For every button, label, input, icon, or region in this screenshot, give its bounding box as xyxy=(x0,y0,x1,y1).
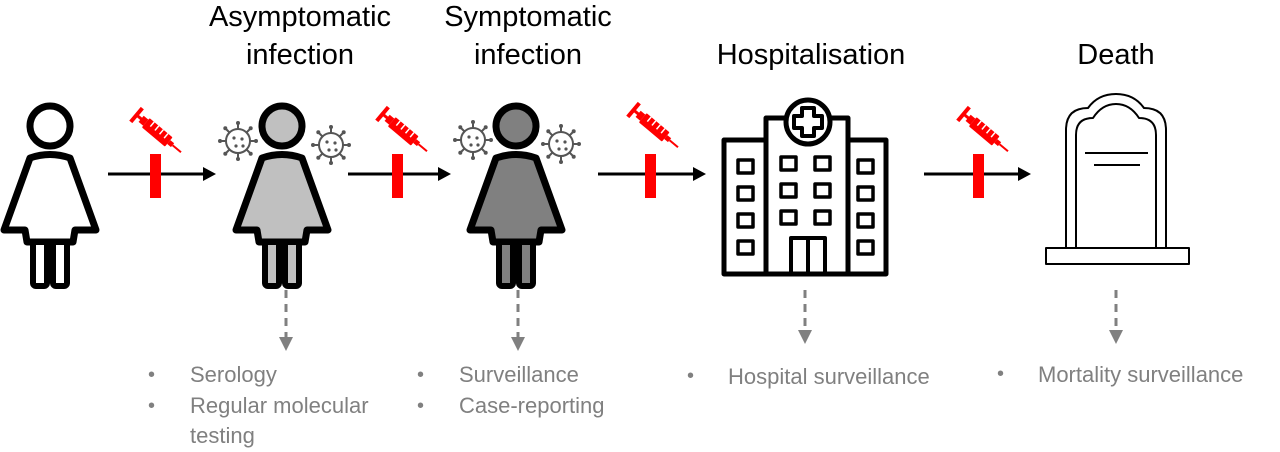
stage-4-title: Death xyxy=(1077,39,1154,71)
syringe-icon xyxy=(955,104,1015,160)
syringe-icon xyxy=(625,100,685,156)
virus-icon xyxy=(452,119,494,161)
bullet-marker: • xyxy=(417,395,424,417)
hospital-icon xyxy=(721,97,889,277)
bullet-marker: • xyxy=(417,364,424,386)
bullet-marker: • xyxy=(148,364,155,386)
method-surveillance: Surveillance xyxy=(459,362,579,387)
virus-icon xyxy=(217,120,259,162)
method-mortality-surveillance: Mortality surveillance xyxy=(1038,362,1243,387)
vaccine-block-marker-3 xyxy=(645,154,656,198)
tombstone-icon xyxy=(1045,93,1190,265)
dashed-down-arrow-1 xyxy=(279,290,293,351)
syringe-icon xyxy=(374,104,434,160)
dashed-down-arrow-3 xyxy=(798,290,812,344)
method-case-reporting: Case-reporting xyxy=(459,393,605,418)
stage-2-title-line-2: infection xyxy=(474,39,582,71)
method-regular-molecular-testing-line-2: testing xyxy=(190,423,255,448)
bullet-marker: • xyxy=(997,363,1004,385)
stage-2-title-line-1: Symptomatic xyxy=(444,1,612,33)
syringe-icon xyxy=(128,105,188,161)
vaccine-block-marker-1 xyxy=(150,154,161,198)
dashed-down-arrow-2 xyxy=(511,290,525,351)
virus-icon xyxy=(540,123,582,165)
stage-1-title-line-1: Asymptomatic xyxy=(209,1,391,33)
asymptomatic-person-icon xyxy=(236,106,328,286)
method-regular-molecular-testing-line-1: Regular molecular xyxy=(190,393,369,418)
vaccine-block-marker-4 xyxy=(973,154,984,198)
method-hospital-surveillance: Hospital surveillance xyxy=(728,364,930,389)
stage-1-title-line-2: infection xyxy=(246,39,354,71)
bullet-marker: • xyxy=(148,395,155,417)
transition-arrow-4 xyxy=(924,167,1031,181)
virus-icon xyxy=(310,124,352,166)
transition-arrow-1 xyxy=(108,167,216,181)
dashed-down-arrow-4 xyxy=(1109,290,1123,344)
healthy-person-icon xyxy=(4,106,96,286)
stage-3-title: Hospitalisation xyxy=(717,39,906,71)
vaccine-block-marker-2 xyxy=(392,154,403,198)
bullet-marker: • xyxy=(687,365,694,387)
method-serology: Serology xyxy=(190,362,277,387)
